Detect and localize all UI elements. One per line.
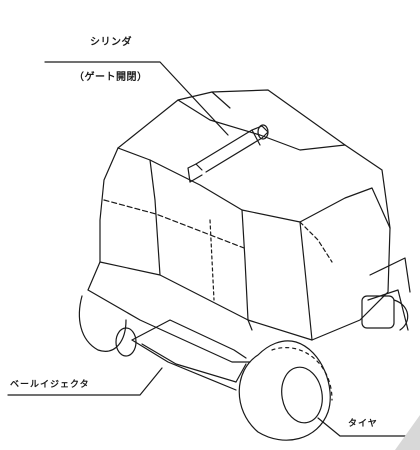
page-curl: [395, 415, 420, 450]
front-face: [99, 147, 391, 341]
gate-top: [117, 89, 391, 229]
left-wheel: [78, 295, 137, 357]
cylinder-drawing: [187, 124, 269, 183]
bale-ejector-frame: [87, 261, 251, 391]
main-tire: [238, 340, 333, 441]
tire-label: タイヤ: [348, 419, 378, 429]
right-hitch: [361, 257, 411, 331]
cylinder-label: シリンダ: [90, 37, 132, 48]
cylinder-note-label: （ゲート開閉）: [74, 72, 148, 83]
bale-ejector-label: ベールイジェクタ: [10, 380, 90, 390]
leader-lines: [7, 61, 411, 437]
